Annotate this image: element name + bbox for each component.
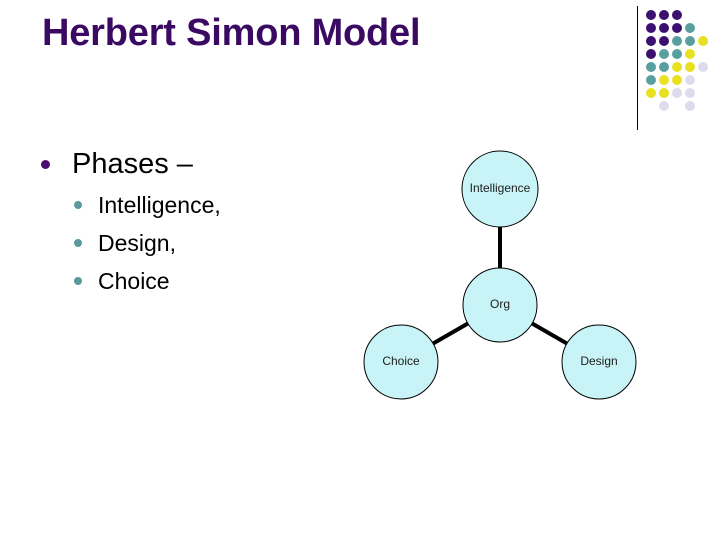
list-item-label: Phases – [72, 148, 193, 180]
dot-yellow [685, 62, 695, 72]
list-item: Intelligence, [36, 186, 356, 224]
list-item: Phases – [36, 144, 356, 186]
node-circle-org [462, 267, 538, 343]
dot-teal [646, 75, 656, 85]
dot-lavender [698, 62, 708, 72]
bullet-list: Phases – Intelligence, Design, Choice [36, 144, 356, 300]
dot-lavender [685, 75, 695, 85]
dot-yellow [672, 62, 682, 72]
dot-yellow [659, 75, 669, 85]
bullet-dot-icon [74, 201, 82, 209]
dot-purple [672, 10, 682, 20]
dot-yellow [672, 75, 682, 85]
dot-teal [685, 36, 695, 46]
dot-teal [659, 49, 669, 59]
dot-lavender [685, 101, 695, 111]
diagram-canvas [363, 150, 637, 400]
header-divider-line [637, 6, 638, 130]
list-item-label: Design, [98, 230, 176, 256]
dot-purple [659, 23, 669, 33]
dot-purple [659, 36, 669, 46]
bullet-dot-icon [41, 160, 50, 169]
node-circle-design [561, 324, 637, 400]
node-circle-intelligence [461, 150, 539, 228]
dot-lavender [672, 88, 682, 98]
list-item-label: Intelligence, [98, 192, 221, 218]
dot-yellow [698, 36, 708, 46]
list-item: Design, [36, 224, 356, 262]
dot-teal [646, 62, 656, 72]
dot-purple [672, 23, 682, 33]
dot-teal [659, 62, 669, 72]
dot-teal [672, 49, 682, 59]
dot-lavender [685, 88, 695, 98]
dot-yellow [659, 88, 669, 98]
dot-yellow [685, 49, 695, 59]
bullet-dot-icon [74, 239, 82, 247]
dot-purple [659, 10, 669, 20]
page-title: Herbert Simon Model [42, 12, 421, 54]
dot-yellow [646, 88, 656, 98]
dot-purple [646, 23, 656, 33]
dot-teal [672, 36, 682, 46]
decorative-dot-grid [630, 0, 728, 136]
list-item: Choice [36, 262, 356, 300]
list-item-label: Choice [98, 268, 170, 294]
node-circle-choice [363, 324, 439, 400]
dot-purple [646, 36, 656, 46]
bullet-dot-icon [74, 277, 82, 285]
dot-purple [646, 49, 656, 59]
dot-purple [646, 10, 656, 20]
dot-lavender [659, 101, 669, 111]
dot-teal [685, 23, 695, 33]
